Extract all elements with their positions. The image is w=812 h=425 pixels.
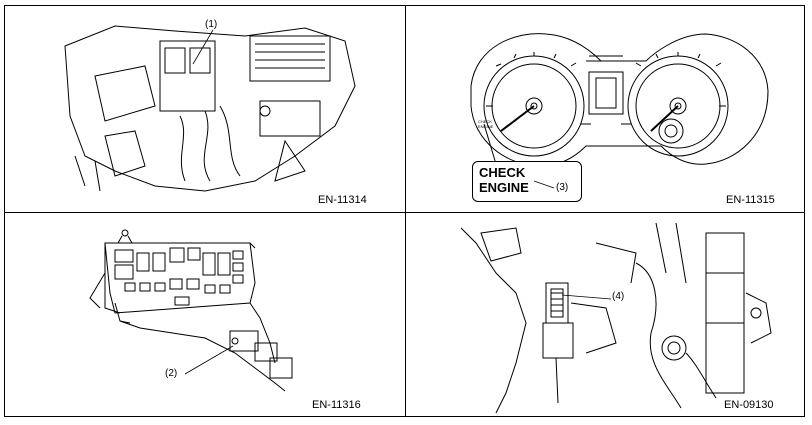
figure-code: EN-11315 [726,194,775,206]
figure-code: EN-11316 [312,399,361,411]
grid-divider-vertical [405,6,406,416]
svg-text:CHECK: CHECK [478,119,492,124]
grid-divider-horizontal [5,212,804,213]
diagnostic-connector-illustration [460,222,772,414]
callout-label: (1) [205,19,218,30]
figure-grid: (1) EN-11314 [4,5,805,417]
panel-fuse-box: (2) EN-11316 [5,213,405,418]
callout-label: (3) [556,182,569,193]
check-engine-label-line2: ENGINE [479,180,529,195]
panel-combination-meter: CHECK ENGINE CHECK ENGINE (3) EN-11315 [406,6,806,212]
fuse-box-illustration [89,229,293,392]
figure-code: EN-11314 [318,194,367,206]
callout-label: (2) [165,368,178,379]
panel-diagnostic-connector: (4) EN-09130 [406,213,806,418]
check-engine-callout-box: CHECK ENGINE [472,161,582,202]
callout-leader [533,180,555,189]
combination-meter-illustration: CHECK ENGINE [470,33,769,167]
panel-under-dash-module: (1) EN-11314 [5,6,405,212]
under-dash-illustration [64,25,356,192]
figure-code: EN-09130 [724,399,774,411]
callout-label: (4) [612,291,625,302]
svg-text:ENGINE: ENGINE [478,124,494,129]
check-engine-label-line1: CHECK [479,165,526,180]
